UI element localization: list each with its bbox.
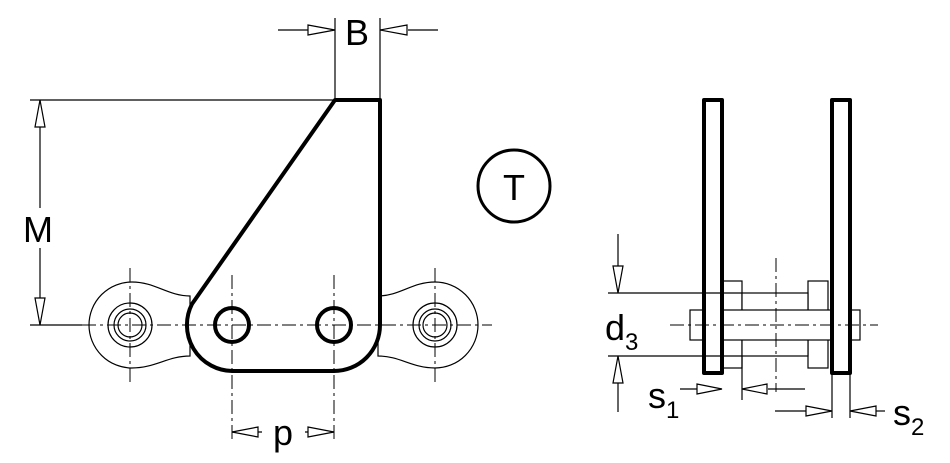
side-view: B M p	[23, 12, 492, 453]
label-s1: s1	[648, 375, 679, 424]
attachment-plate-left	[702, 98, 724, 375]
label-t: T	[503, 167, 525, 208]
label-b: B	[345, 12, 369, 53]
attachment-plate-right	[830, 98, 852, 375]
label-m: M	[23, 209, 53, 250]
front-view: d3 s1 s2	[605, 98, 924, 441]
label-s2: s2	[893, 392, 924, 441]
dimension-s2: s2	[775, 373, 924, 441]
dimension-p: p	[231, 412, 335, 453]
label-p: p	[273, 412, 293, 453]
dimension-d3: d3	[605, 234, 742, 412]
dimension-s1: s1	[648, 356, 805, 424]
type-symbol: T	[476, 148, 552, 224]
dimension-m: M	[23, 99, 335, 326]
label-d3: d3	[605, 307, 638, 356]
dimension-b: B	[278, 12, 438, 100]
